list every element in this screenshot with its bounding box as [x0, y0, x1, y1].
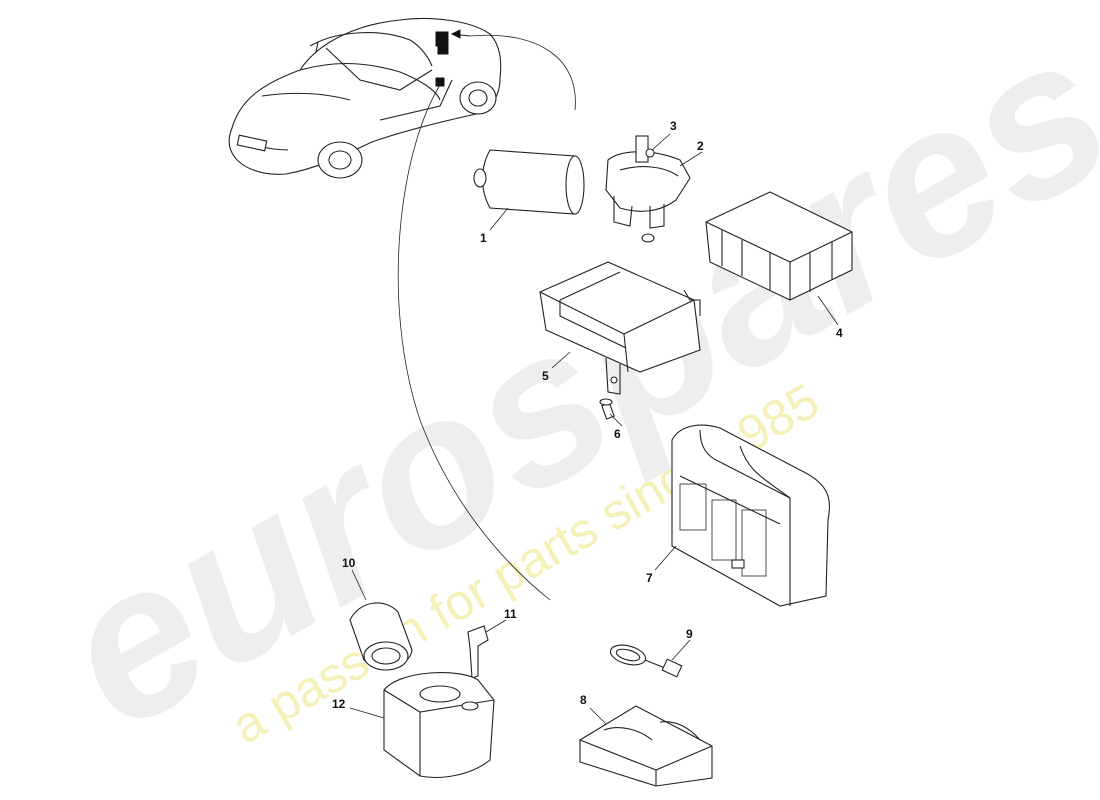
- part-5-tray: [539, 261, 701, 395]
- part-label-9: 9: [686, 627, 693, 641]
- watermark: eurospares a passion for parts since 198…: [23, 0, 1100, 775]
- part-label-5: 5: [542, 369, 549, 383]
- leader-lines: [349, 133, 839, 725]
- part-label-2: 2: [697, 139, 704, 153]
- part-label-6: 6: [614, 427, 621, 441]
- part-1-cylinder: [473, 149, 585, 215]
- part-11-clip: [467, 625, 489, 679]
- part-2-clamp: [605, 135, 691, 243]
- car-illustration: [228, 18, 502, 179]
- part-9-towing-eye: [609, 644, 683, 678]
- part-labels: 1 2 3 4 5 6 7 8 9 10 11 12: [332, 119, 843, 711]
- part-label-11: 11: [504, 607, 517, 621]
- part-10-socket: [349, 602, 413, 671]
- leader-curve-left: [397, 84, 551, 601]
- watermark-brand: eurospares: [23, 0, 1100, 775]
- leader-curve-right: [469, 34, 576, 111]
- part-4-box: [705, 191, 853, 301]
- part-label-8: 8: [580, 693, 587, 707]
- part-label-3: 3: [670, 119, 677, 133]
- part-7-cover: [671, 424, 831, 607]
- part-label-7: 7: [646, 571, 653, 585]
- part-8-tool-tray: [579, 705, 713, 787]
- part-12-holder: [383, 672, 495, 778]
- part-label-10: 10: [342, 556, 356, 570]
- part-3-fixing: [645, 148, 655, 158]
- part-label-4: 4: [836, 326, 843, 340]
- part-label-12: 12: [332, 697, 346, 711]
- part-label-1: 1: [480, 231, 487, 245]
